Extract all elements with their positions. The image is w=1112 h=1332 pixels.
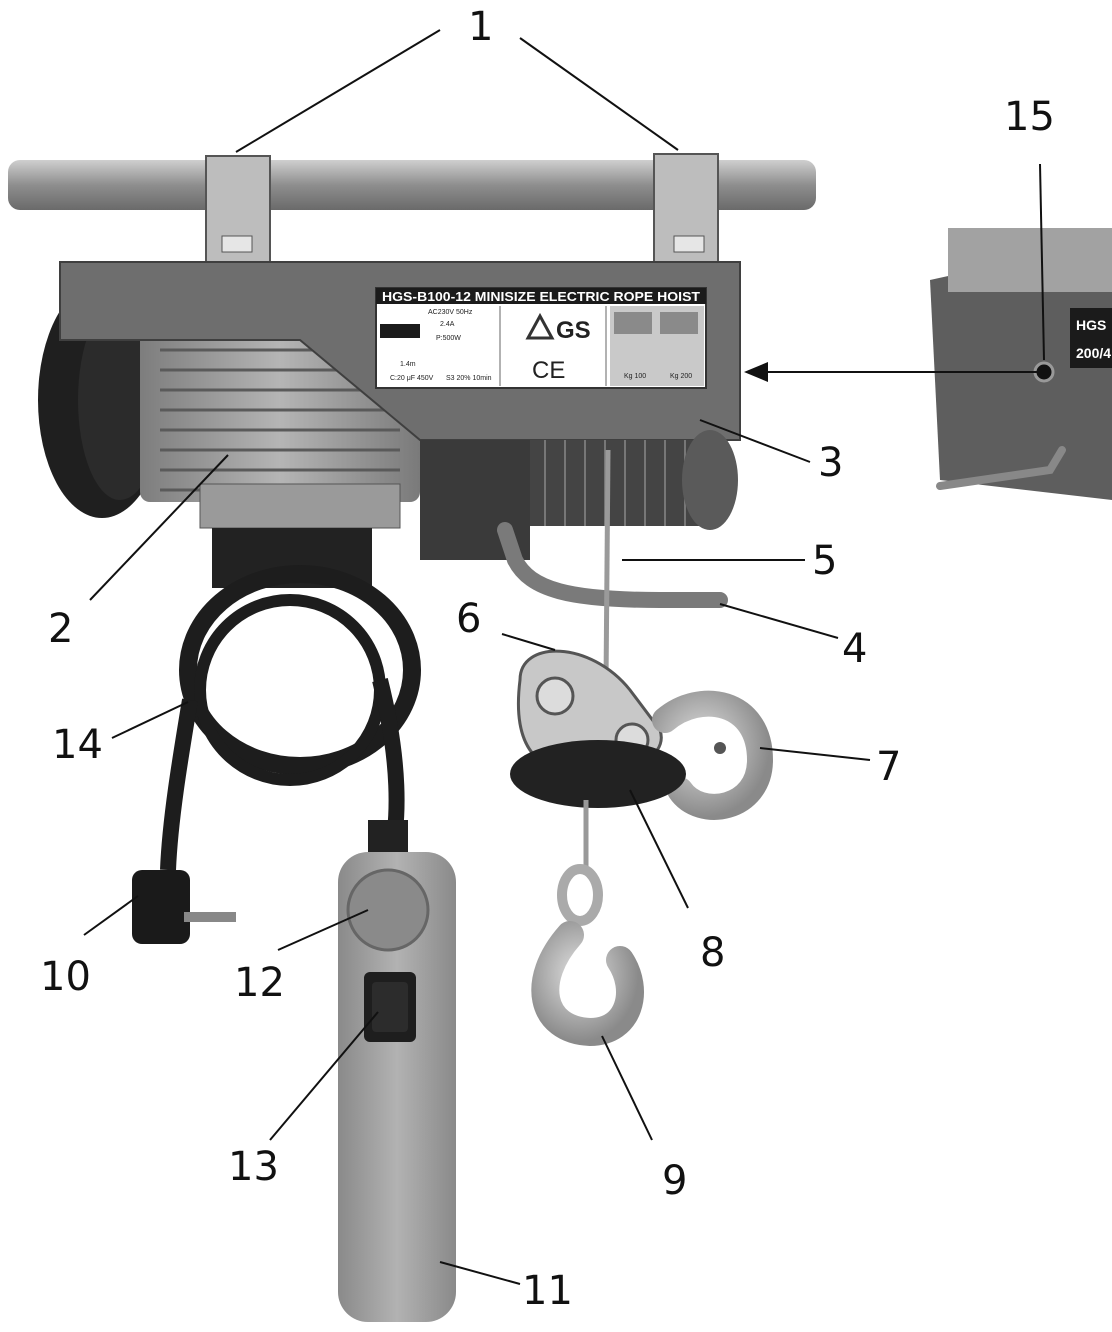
spec-voltage: AC230V 50Hz — [428, 309, 473, 316]
load-hook — [531, 864, 644, 1047]
inset-plate-text-1: HGS — [1076, 317, 1106, 333]
load-double: Kg 200 — [670, 373, 692, 380]
inset-arrow — [744, 362, 1040, 382]
pulley-hook — [652, 690, 774, 820]
spec-insulation: S3 20% 10min — [446, 375, 492, 382]
ce-mark: CE — [532, 357, 565, 384]
nameplate: HGS-B100-12 MINISIZE ELECTRIC ROPE HOIST… — [375, 287, 707, 389]
callout-2: 2 — [48, 606, 73, 652]
spec-capacitor: C:20 μF 450V — [390, 375, 434, 382]
callout-8: 8 — [700, 930, 725, 976]
spec-rope: 1.4m — [400, 361, 416, 368]
limit-switch-lever — [497, 522, 728, 608]
callout-11: 11 — [522, 1268, 573, 1314]
rope-drum — [530, 430, 738, 530]
inset-plate-text-2: 200/4 — [1076, 345, 1111, 361]
spec-power: P:500W — [436, 335, 461, 342]
triangle-certification-icon — [525, 312, 555, 340]
spec-current: 2.4A — [440, 321, 455, 328]
gs-mark: GS — [556, 317, 591, 344]
pendant-control — [338, 820, 456, 1322]
callout-3: 3 — [818, 440, 843, 486]
nameplate-title: HGS-B100-12 MINISIZE ELECTRIC ROPE HOIST — [382, 290, 700, 304]
callout-12: 12 — [234, 960, 285, 1006]
callout-4: 4 — [842, 626, 867, 672]
callout-5: 5 — [812, 538, 837, 584]
power-plug — [132, 870, 236, 944]
callout-15: 15 — [1004, 94, 1055, 140]
callout-1: 1 — [468, 4, 493, 50]
callout-10: 10 — [40, 954, 91, 1000]
callout-6: 6 — [456, 596, 481, 642]
rubber-stopper — [510, 740, 686, 808]
mounting-bracket-right — [653, 153, 719, 267]
power-cable — [160, 565, 421, 871]
callout-7: 7 — [876, 744, 901, 790]
callout-9: 9 — [662, 1158, 687, 1204]
emergency-stop-button[interactable] — [346, 868, 430, 952]
leader-lines — [83, 29, 1045, 1285]
callout-14: 14 — [52, 722, 103, 768]
load-single: Kg 100 — [624, 373, 646, 380]
mounting-bracket-left — [205, 155, 271, 269]
inset-detail: HGS 200/4 — [930, 228, 1112, 500]
callout-13: 13 — [228, 1144, 279, 1190]
